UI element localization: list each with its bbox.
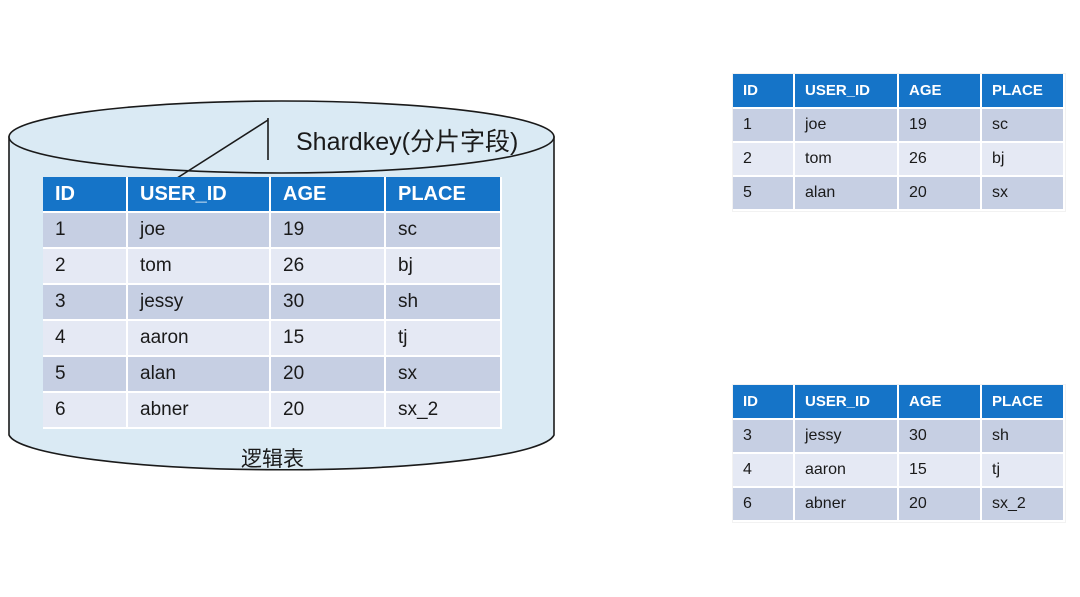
cell-place: sh <box>386 285 502 321</box>
cell-place: sc <box>982 109 1065 143</box>
cell-user-id: abner <box>795 488 899 522</box>
table-row: 5 alan 20 sx <box>43 357 502 393</box>
cell-age: 30 <box>899 420 982 454</box>
cell-place: bj <box>982 143 1065 177</box>
cell-place: sx <box>982 177 1065 211</box>
table-row: 3 jessy 30 sh <box>733 420 1065 454</box>
cell-age: 19 <box>899 109 982 143</box>
cell-place: tj <box>386 321 502 357</box>
cell-user-id: jessy <box>795 420 899 454</box>
cell-id: 5 <box>733 177 795 211</box>
cell-user-id: tom <box>128 249 271 285</box>
cell-place: tj <box>982 454 1065 488</box>
logical-table-caption: 逻辑表 <box>241 448 304 471</box>
cell-age: 20 <box>899 488 982 522</box>
column-header-place[interactable]: PLACE <box>386 177 502 213</box>
cell-id: 2 <box>43 249 128 285</box>
cell-id: 6 <box>43 393 128 429</box>
cell-place: sx_2 <box>982 488 1065 522</box>
table-row: 4 aaron 15 tj <box>43 321 502 357</box>
cell-id: 4 <box>43 321 128 357</box>
cell-user-id: joe <box>128 213 271 249</box>
cell-place: sc <box>386 213 502 249</box>
table-row: 2 tom 26 bj <box>43 249 502 285</box>
column-header-place[interactable]: PLACE <box>982 385 1065 420</box>
logical-table: ID USER_ID AGE PLACE 1 joe 19 sc 2 tom 2… <box>43 177 502 429</box>
cell-user-id: abner <box>128 393 271 429</box>
cell-age: 20 <box>271 357 386 393</box>
table-row: 5 alan 20 sx <box>733 177 1065 211</box>
cell-age: 26 <box>271 249 386 285</box>
cell-id: 4 <box>733 454 795 488</box>
cell-user-id: jessy <box>128 285 271 321</box>
cell-place: sx_2 <box>386 393 502 429</box>
cell-id: 3 <box>43 285 128 321</box>
shard-table-bottom: ID USER_ID AGE PLACE 3 jessy 30 sh 4 aar… <box>733 385 1065 522</box>
cell-user-id: alan <box>795 177 899 211</box>
column-header-user-id[interactable]: USER_ID <box>795 74 899 109</box>
column-header-id[interactable]: ID <box>733 74 795 109</box>
table-row: 1 joe 19 sc <box>43 213 502 249</box>
table-header-row: ID USER_ID AGE PLACE <box>733 74 1065 109</box>
column-header-age[interactable]: AGE <box>899 385 982 420</box>
table-row: 6 abner 20 sx_2 <box>733 488 1065 522</box>
cell-id: 2 <box>733 143 795 177</box>
table-row: 1 joe 19 sc <box>733 109 1065 143</box>
table-row: 3 jessy 30 sh <box>43 285 502 321</box>
table-row: 6 abner 20 sx_2 <box>43 393 502 429</box>
table-row: 2 tom 26 bj <box>733 143 1065 177</box>
column-header-id[interactable]: ID <box>43 177 128 213</box>
table-row: 4 aaron 15 tj <box>733 454 1065 488</box>
column-header-age[interactable]: AGE <box>271 177 386 213</box>
cell-age: 26 <box>899 143 982 177</box>
shard-table-top: ID USER_ID AGE PLACE 1 joe 19 sc 2 tom 2… <box>733 74 1065 211</box>
cell-place: bj <box>386 249 502 285</box>
table-header-row: ID USER_ID AGE PLACE <box>733 385 1065 420</box>
cell-user-id: alan <box>128 357 271 393</box>
cell-id: 6 <box>733 488 795 522</box>
cell-user-id: aaron <box>128 321 271 357</box>
cell-user-id: tom <box>795 143 899 177</box>
cell-id: 1 <box>733 109 795 143</box>
cell-age: 15 <box>271 321 386 357</box>
column-header-place[interactable]: PLACE <box>982 74 1065 109</box>
column-header-user-id[interactable]: USER_ID <box>128 177 271 213</box>
column-header-age[interactable]: AGE <box>899 74 982 109</box>
cell-age: 20 <box>271 393 386 429</box>
cell-id: 5 <box>43 357 128 393</box>
cell-id: 1 <box>43 213 128 249</box>
cell-place: sx <box>386 357 502 393</box>
cell-age: 20 <box>899 177 982 211</box>
column-header-id[interactable]: ID <box>733 385 795 420</box>
cell-age: 30 <box>271 285 386 321</box>
cell-age: 19 <box>271 213 386 249</box>
table-header-row: ID USER_ID AGE PLACE <box>43 177 502 213</box>
cell-user-id: joe <box>795 109 899 143</box>
cell-user-id: aaron <box>795 454 899 488</box>
cell-age: 15 <box>899 454 982 488</box>
column-header-user-id[interactable]: USER_ID <box>795 385 899 420</box>
cell-place: sh <box>982 420 1065 454</box>
shardkey-label: Shardkey(分片字段) <box>296 128 519 156</box>
cell-id: 3 <box>733 420 795 454</box>
